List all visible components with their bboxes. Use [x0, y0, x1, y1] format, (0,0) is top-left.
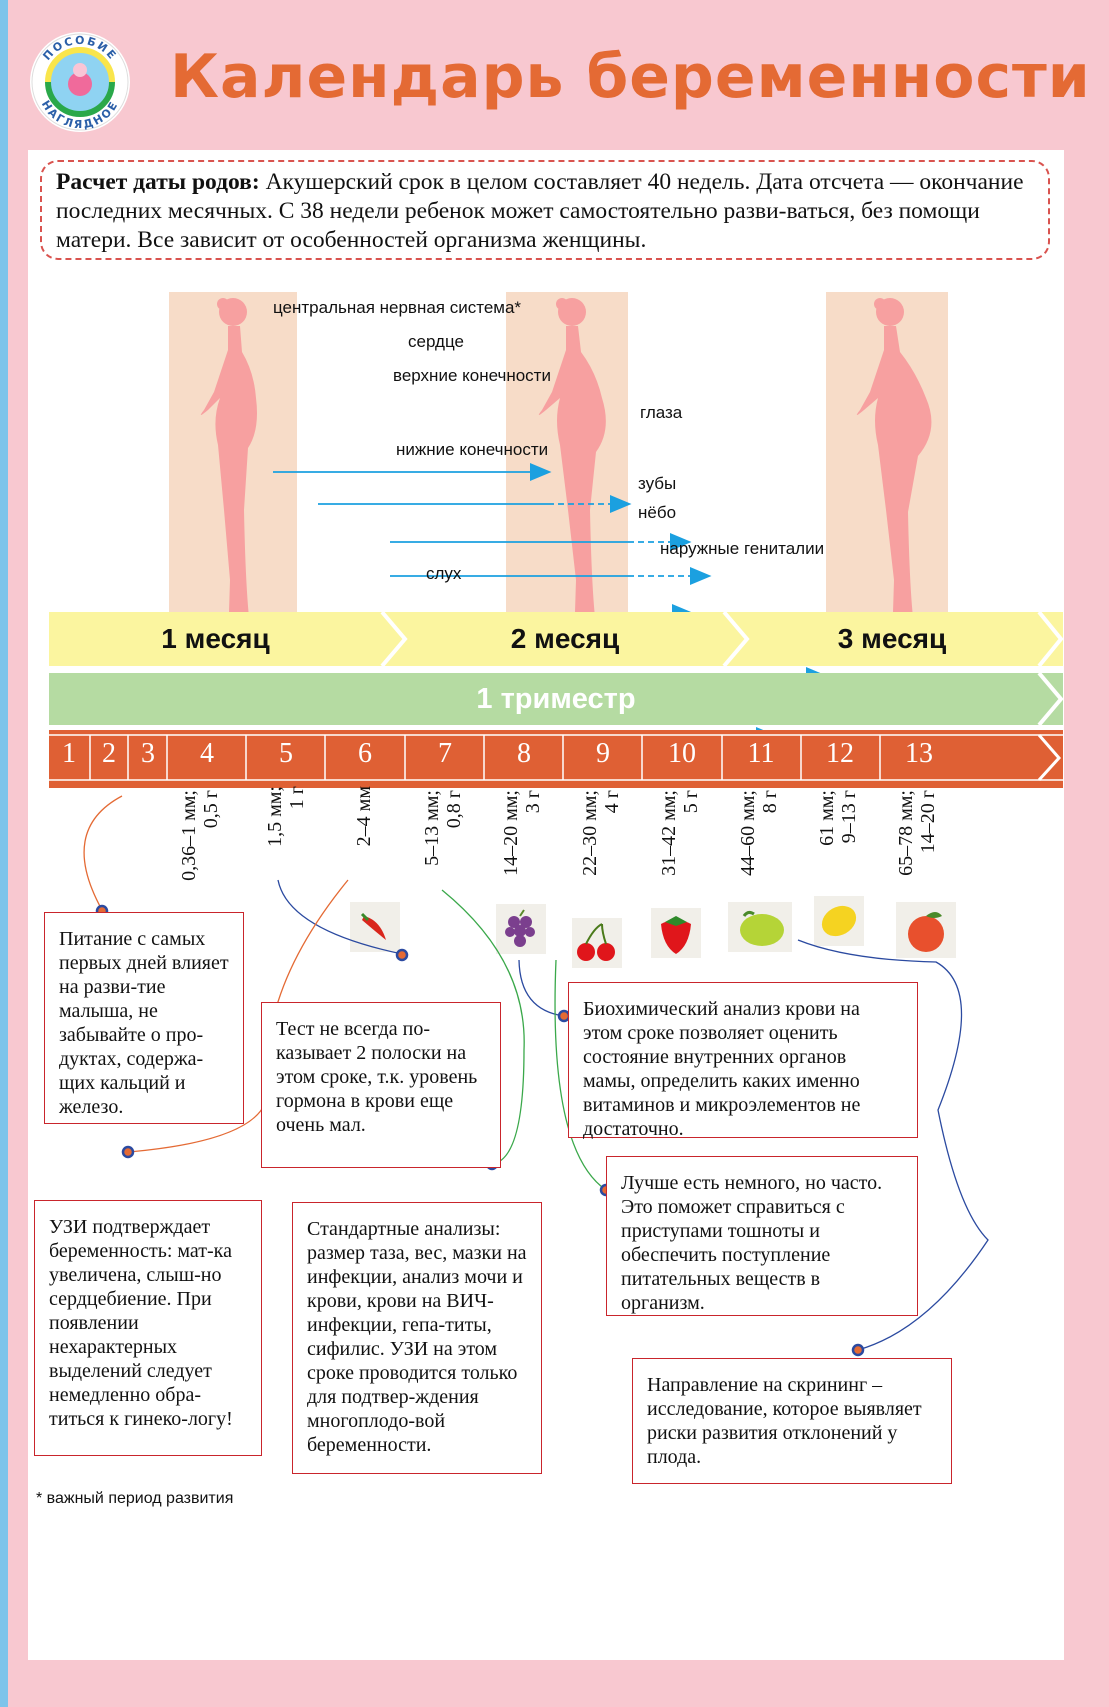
intro-bold: Расчет даты родов:: [56, 169, 260, 195]
strawberry-icon: [651, 908, 701, 958]
box-screen: Направление на скрининг – исследование, …: [632, 1358, 952, 1484]
week-bar: 1 2 3 4 5 6 7 8 9 10 11 12 13: [49, 730, 1063, 788]
content-panel: Расчет даты родов: Акушерский срок в цел…: [28, 150, 1064, 1660]
box-test: Тест не всегда по-казывает 2 полоски на …: [261, 1002, 501, 1168]
lime-icon: [728, 902, 792, 952]
footnote: * важный период развития: [36, 1490, 234, 1507]
intro-box: Расчет даты родов: Акушерский срок в цел…: [40, 160, 1050, 260]
intro-text: Акушерский срок в целом составляет 40 не…: [56, 169, 1024, 253]
box-std: Стандартные анализы: размер таза, вес, м…: [292, 1202, 542, 1474]
connector-food: [83, 795, 123, 911]
trimester-label: 1 триместр: [476, 682, 636, 715]
box-eat: Лучше есть немного, но часто. Это поможе…: [606, 1156, 918, 1316]
organ-label-genitalia: наружные гениталии: [660, 539, 825, 558]
month-band: 1 месяц 2 месяц 3 месяц: [49, 612, 1063, 666]
box-food: Питание с самых первых дней влияет на ра…: [44, 912, 244, 1124]
lemon-icon: [814, 896, 864, 946]
box-bio: Биохимический анализ крови на этом сроке…: [568, 982, 918, 1140]
grapes-icon: [496, 904, 546, 954]
silhouette-3: [856, 298, 932, 644]
connector-eat: [554, 959, 607, 1191]
month-3-label: 3 месяц: [837, 623, 947, 654]
box-uzi: УЗИ подтверждает беременность: мат-ка ув…: [34, 1200, 262, 1456]
left-blue-strip: [0, 0, 8, 1707]
cherries-icon: [572, 918, 622, 968]
organ-label-palate: нёбо: [638, 503, 677, 522]
silhouettes: [200, 298, 932, 644]
trimester-band: 1 триместр: [49, 673, 1063, 725]
silhouette-1: [200, 298, 262, 644]
organ-label-upper-limbs: верхние конечности: [393, 366, 551, 385]
page-title: Календарь беременности: [170, 42, 1091, 112]
connector-screen: [797, 939, 989, 1351]
organ-label-hearing: слух: [426, 564, 462, 583]
organ-label-cns: центральная нервная система*: [273, 298, 522, 317]
month-1-label: 1 месяц: [161, 623, 270, 654]
organ-label-lower-limbs: нижние конечности: [396, 440, 549, 459]
organ-label-teeth: зубы: [638, 474, 677, 493]
silhouette-2: [538, 298, 608, 644]
organ-label-eyes: глаза: [640, 403, 683, 422]
logo: ПОСОБИЕ НАГЛЯДНОЕ: [28, 30, 132, 134]
peach-icon: [896, 902, 956, 958]
connector-bio: [518, 959, 565, 1017]
organ-label-heart: сердце: [408, 332, 464, 351]
chili-pepper-icon: [350, 902, 400, 952]
month-2-label: 2 месяц: [510, 623, 620, 654]
connector-std: [441, 889, 525, 1165]
connector-test: [277, 879, 403, 955]
